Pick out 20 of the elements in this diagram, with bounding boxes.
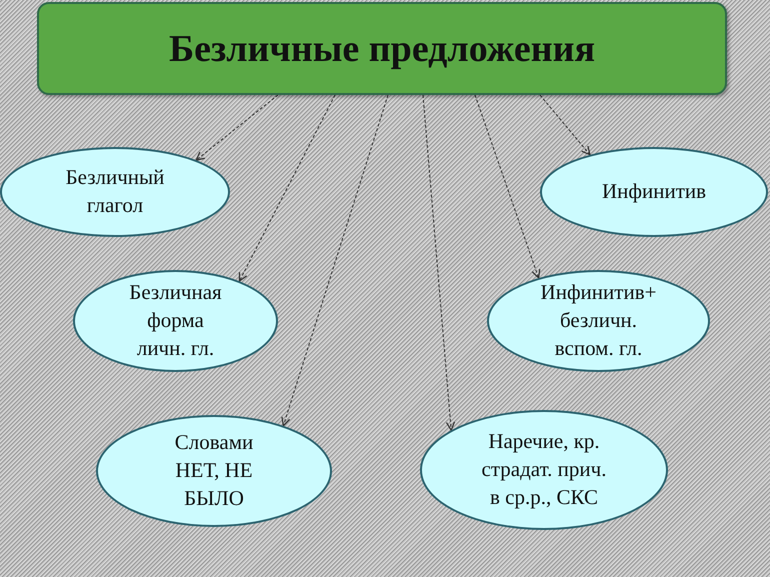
concept-ellipse: [540, 147, 768, 237]
arrow: [540, 94, 591, 156]
title-text: Безличные предложения: [168, 26, 596, 70]
arrow: [422, 94, 456, 431]
title-box: [37, 2, 727, 95]
node-label: Инфинитив+ безличн. вспом. гл.: [540, 279, 658, 362]
arrow: [281, 94, 388, 426]
node-label: Словами НЕТ, НЕ БЫЛО: [174, 429, 254, 512]
concept-ellipse: [420, 410, 668, 530]
concept-ellipse: [0, 147, 230, 237]
node-label: Безличный глагол: [64, 164, 166, 219]
node-label: Инфинитив: [602, 178, 706, 206]
arrow: [196, 94, 278, 161]
node-label: Наречие, кр. страдат. прич. в ср.р., СКС: [480, 428, 608, 511]
arrow: [238, 94, 336, 282]
node-label: Безличная форма личн. гл.: [128, 279, 223, 362]
concept-ellipse: [487, 270, 710, 372]
concept-ellipse: [96, 415, 332, 527]
concept-ellipse: [73, 270, 278, 372]
arrow: [474, 94, 540, 279]
